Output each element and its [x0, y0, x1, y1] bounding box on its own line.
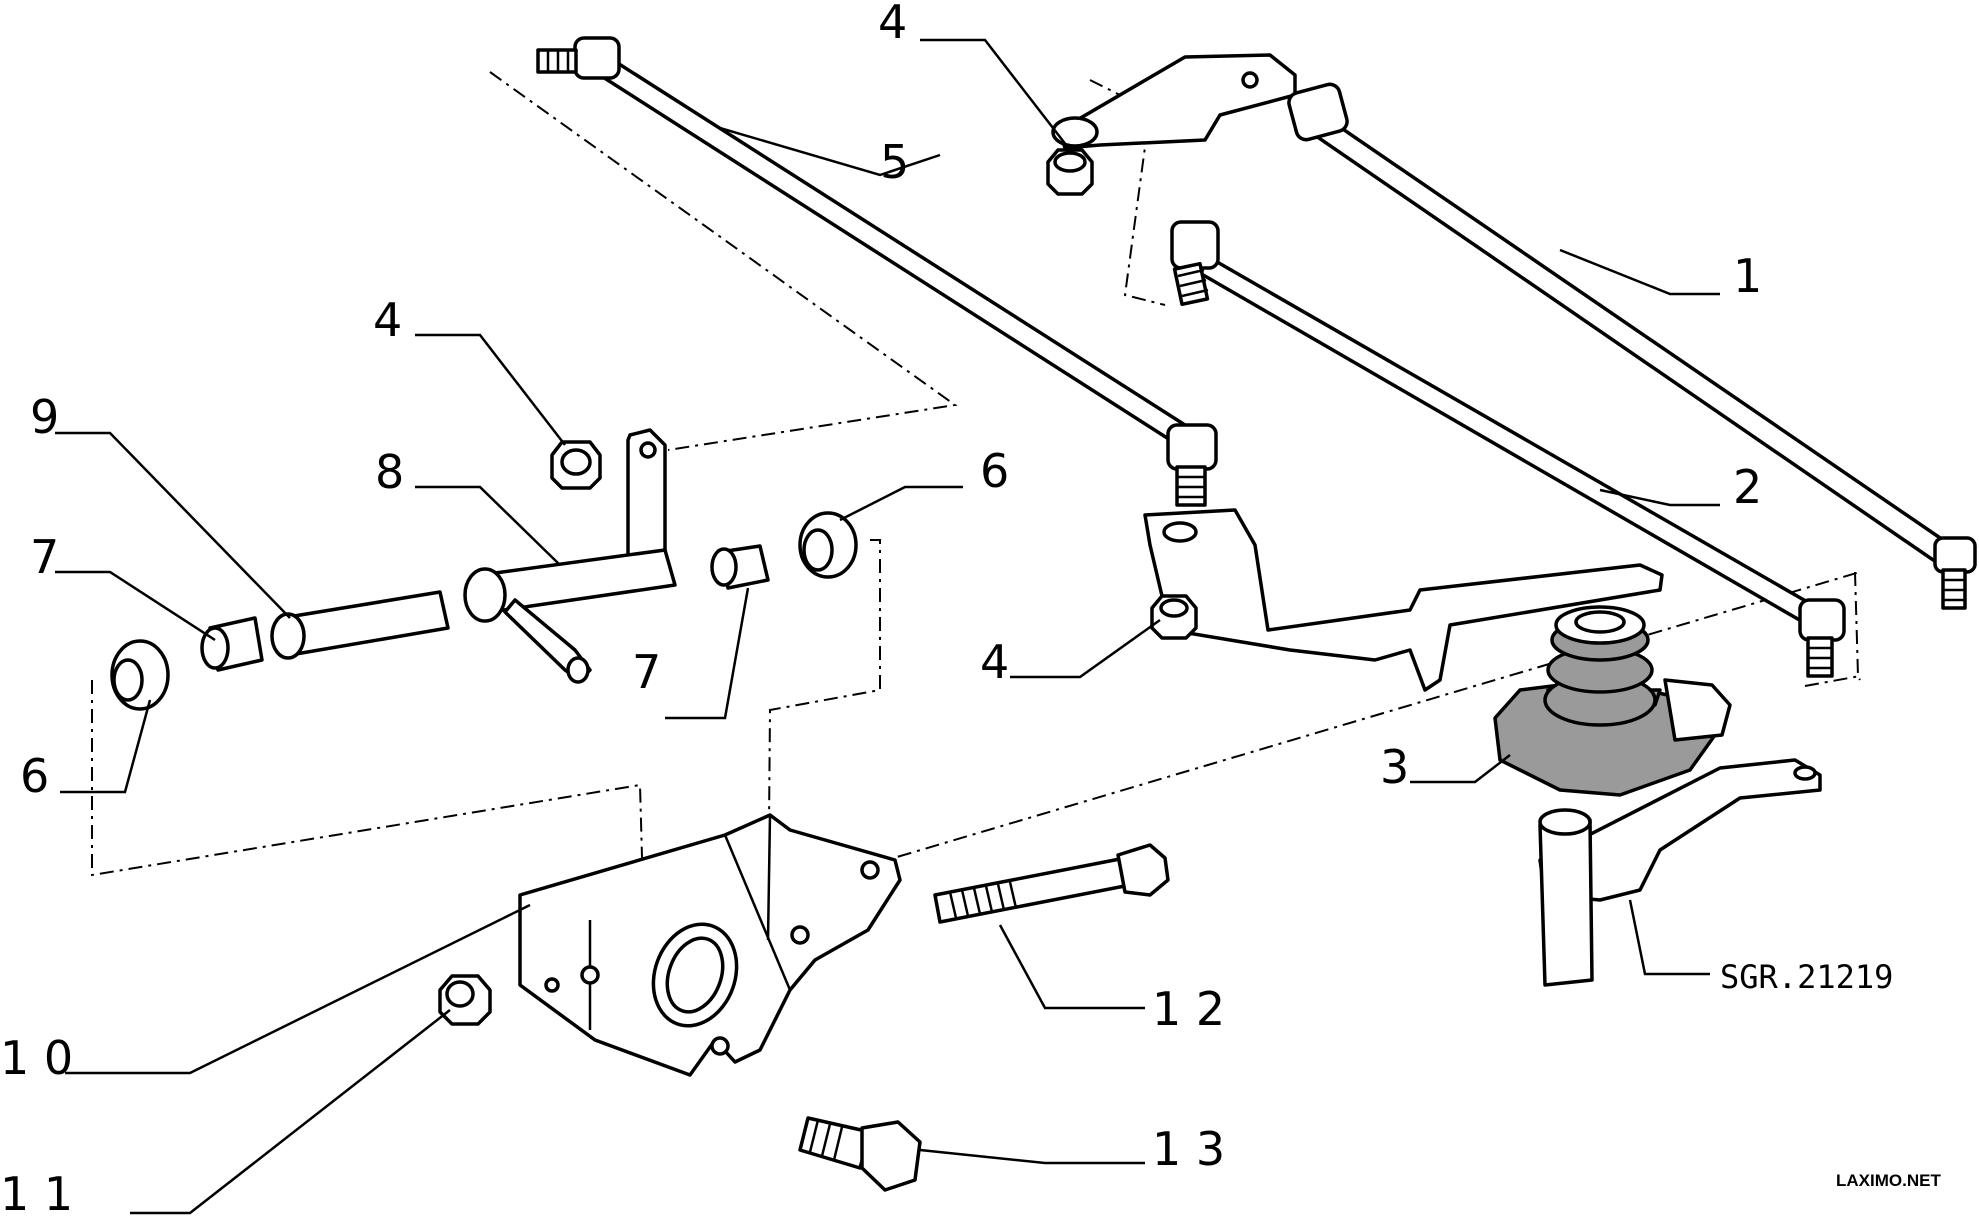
part-4-nut-left	[550, 440, 602, 490]
part-4-nut-center	[1150, 594, 1198, 640]
callout-1: 1	[1733, 249, 1762, 303]
callout-leaders	[55, 38, 1720, 1215]
part-6-grommet-right	[798, 511, 858, 579]
part-10-base-bracket	[518, 813, 902, 1077]
callout-8: 8	[375, 445, 404, 499]
callout-9: 9	[30, 390, 59, 444]
part-4-nut-top	[1046, 148, 1094, 196]
callout-12: 1 2	[1152, 982, 1225, 1036]
part-1-shift-rod-with-bracket	[1051, 53, 1977, 610]
part-11-nut	[438, 974, 492, 1026]
reference-code: SGR.21219	[1720, 958, 1893, 996]
callout-3: 3	[1380, 740, 1409, 794]
callout-6-left: 6	[20, 749, 49, 803]
part-3-rubber-mount	[1493, 605, 1732, 797]
callout-7-right: 7	[632, 645, 661, 699]
lower-bracket-assembly	[1143, 508, 1664, 692]
part-7-bushing-right	[710, 544, 770, 590]
callout-4-left: 4	[373, 293, 402, 347]
callout-6-right: 6	[980, 444, 1009, 498]
callout-7-left: 7	[30, 530, 59, 584]
part-13-short-bolt	[798, 1116, 922, 1192]
part-5-upper-rod	[536, 36, 1218, 507]
watermark: LAXIMO.NET	[1836, 1171, 1941, 1190]
callout-13: 1 3	[1152, 1122, 1225, 1176]
part-9-pin	[270, 590, 450, 660]
part-12-long-bolt	[933, 843, 1170, 924]
callout-11: 1 1	[0, 1167, 73, 1216]
callout-4-center: 4	[980, 635, 1009, 689]
callout-10: 1 0	[0, 1031, 73, 1085]
part-7-bushing-left	[200, 616, 264, 672]
part-8-lever-shaft	[463, 428, 677, 684]
part-6-grommet-left	[110, 639, 170, 711]
callout-5: 5	[880, 135, 909, 189]
lower-shift-lever	[1538, 758, 1822, 987]
callout-4-top: 4	[878, 0, 907, 49]
callout-2: 2	[1733, 460, 1762, 514]
